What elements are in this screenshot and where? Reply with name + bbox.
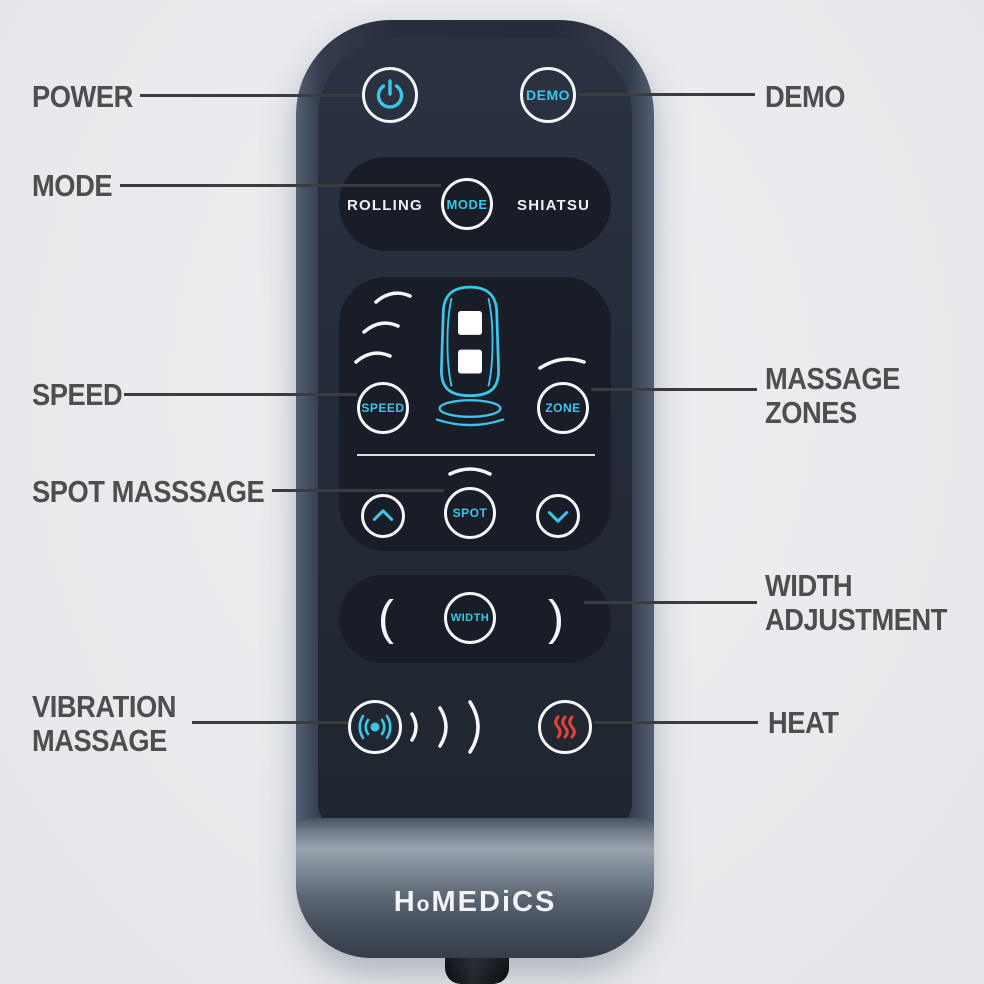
speed-button-label: SPEED	[361, 401, 405, 415]
massage-waves-left-icon	[354, 291, 412, 364]
callout-line-vibration	[192, 721, 348, 724]
brand-letter-i: i	[501, 886, 512, 918]
callout-line-zones	[591, 388, 757, 391]
callout-line-mode	[120, 184, 441, 187]
callout-vibration-massage: VIBRATION MASSAGE	[32, 689, 177, 758]
width-paren-left: (	[378, 592, 394, 645]
shiatsu-label: SHIATSU	[517, 197, 591, 214]
mode-button: MODE	[441, 178, 493, 230]
spot-button-label: SPOT	[452, 506, 488, 520]
callout-line-power	[140, 94, 362, 97]
brand-letter: H	[393, 886, 417, 918]
heat-button	[538, 700, 592, 754]
chevron-up-icon	[372, 509, 394, 521]
callout-line-spot	[272, 489, 444, 492]
homedics-logo: HoMEDiCS	[296, 886, 654, 919]
callout-mode: MODE	[32, 168, 113, 203]
vibration-button	[348, 700, 402, 754]
vibration-icon	[358, 714, 392, 740]
demo-button: DEMO	[520, 67, 576, 123]
callout-heat: HEAT	[768, 705, 839, 740]
width-paren-right: )	[548, 592, 564, 645]
demo-button-label: DEMO	[526, 87, 570, 103]
vibration-waves-icon	[410, 700, 480, 754]
power-icon	[376, 79, 404, 109]
zone-button: ZONE	[537, 382, 589, 434]
speed-button: SPEED	[357, 382, 409, 434]
callout-spot-massage: SPOT MASSSAGE	[32, 474, 265, 509]
callout-demo: DEMO	[765, 79, 846, 114]
brand-letter-o: o	[416, 893, 432, 916]
remote-base	[296, 818, 654, 958]
callout-speed: SPEED	[32, 377, 123, 412]
down-button	[536, 494, 580, 538]
chevron-down-icon	[547, 511, 569, 523]
mode-button-label: MODE	[446, 196, 488, 212]
power-button	[362, 67, 418, 123]
callout-width-adjustment: WIDTH ADJUSTMENT	[765, 568, 948, 637]
massage-chair-icon	[435, 285, 505, 427]
zone-wave-icon	[538, 357, 586, 370]
up-button	[361, 494, 405, 538]
brand-letters: CS	[512, 886, 557, 918]
spot-button: SPOT	[444, 487, 496, 539]
rolling-label: ROLLING	[347, 197, 423, 214]
callout-line-width	[584, 601, 757, 604]
zone-button-label: ZONE	[545, 401, 581, 415]
heat-icon	[554, 715, 576, 739]
panel-divider	[357, 454, 595, 456]
callout-line-speed	[124, 393, 357, 396]
width-button: WIDTH	[444, 592, 496, 644]
callout-massage-zones: MASSAGE ZONES	[765, 361, 900, 430]
callout-power: POWER	[32, 79, 133, 114]
callout-line-demo	[578, 93, 755, 96]
callout-line-heat	[594, 721, 758, 724]
brand-letters: MED	[431, 886, 502, 918]
spot-wave-icon	[448, 467, 492, 476]
width-button-label: WIDTH	[450, 612, 490, 624]
